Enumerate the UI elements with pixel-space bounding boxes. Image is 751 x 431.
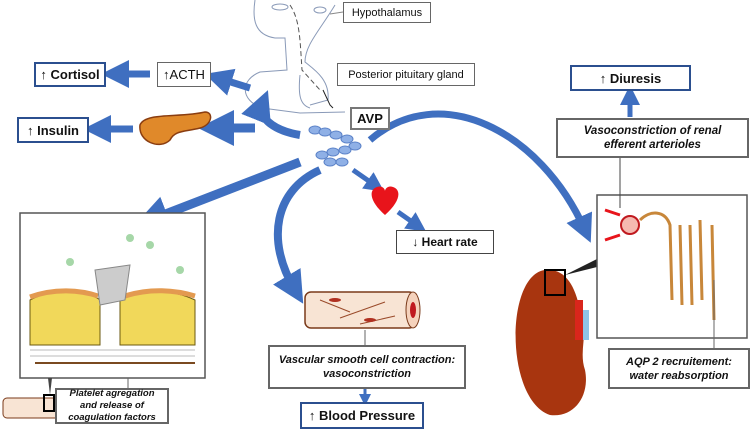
insulin-box: ↑ Insulin [17,117,89,143]
cortisol-box: ↑ Cortisol [34,62,106,87]
avp-label: AVP [350,107,390,130]
vascular-contraction-box: Vascular smooth cell contraction: vasoco… [268,345,466,389]
posterior-pituitary-label: Posterior pituitary gland [337,63,475,86]
arrows [83,60,640,406]
blood-vessel-illustration [304,291,421,329]
pancreas-icon [139,111,212,146]
blood-pressure-box: ↑ Blood Pressure [300,402,424,429]
platelet-box: Platelet agregation and release of coagu… [55,388,169,424]
nephron-illustration [596,194,748,339]
head-outline-illustration [244,0,346,114]
platelet-aggregation-illustration [2,212,206,419]
aqp2-box: AQP 2 recruitement: water reabsorption [608,348,750,389]
heart-icon [371,186,399,215]
hypothalamus-pointer [329,11,344,15]
heart-rate-box: ↓ Heart rate [396,230,494,254]
avp-molecule-icon [308,125,362,167]
diuresis-box: ↑ Diuresis [570,65,691,91]
kidney-illustration [515,255,605,416]
acth-box: ↑ACTH [157,62,211,87]
hypothalamus-label: Hypothalamus [343,2,431,23]
renal-vasoconstriction-box: Vasoconstriction of renal efferent arter… [556,118,749,158]
